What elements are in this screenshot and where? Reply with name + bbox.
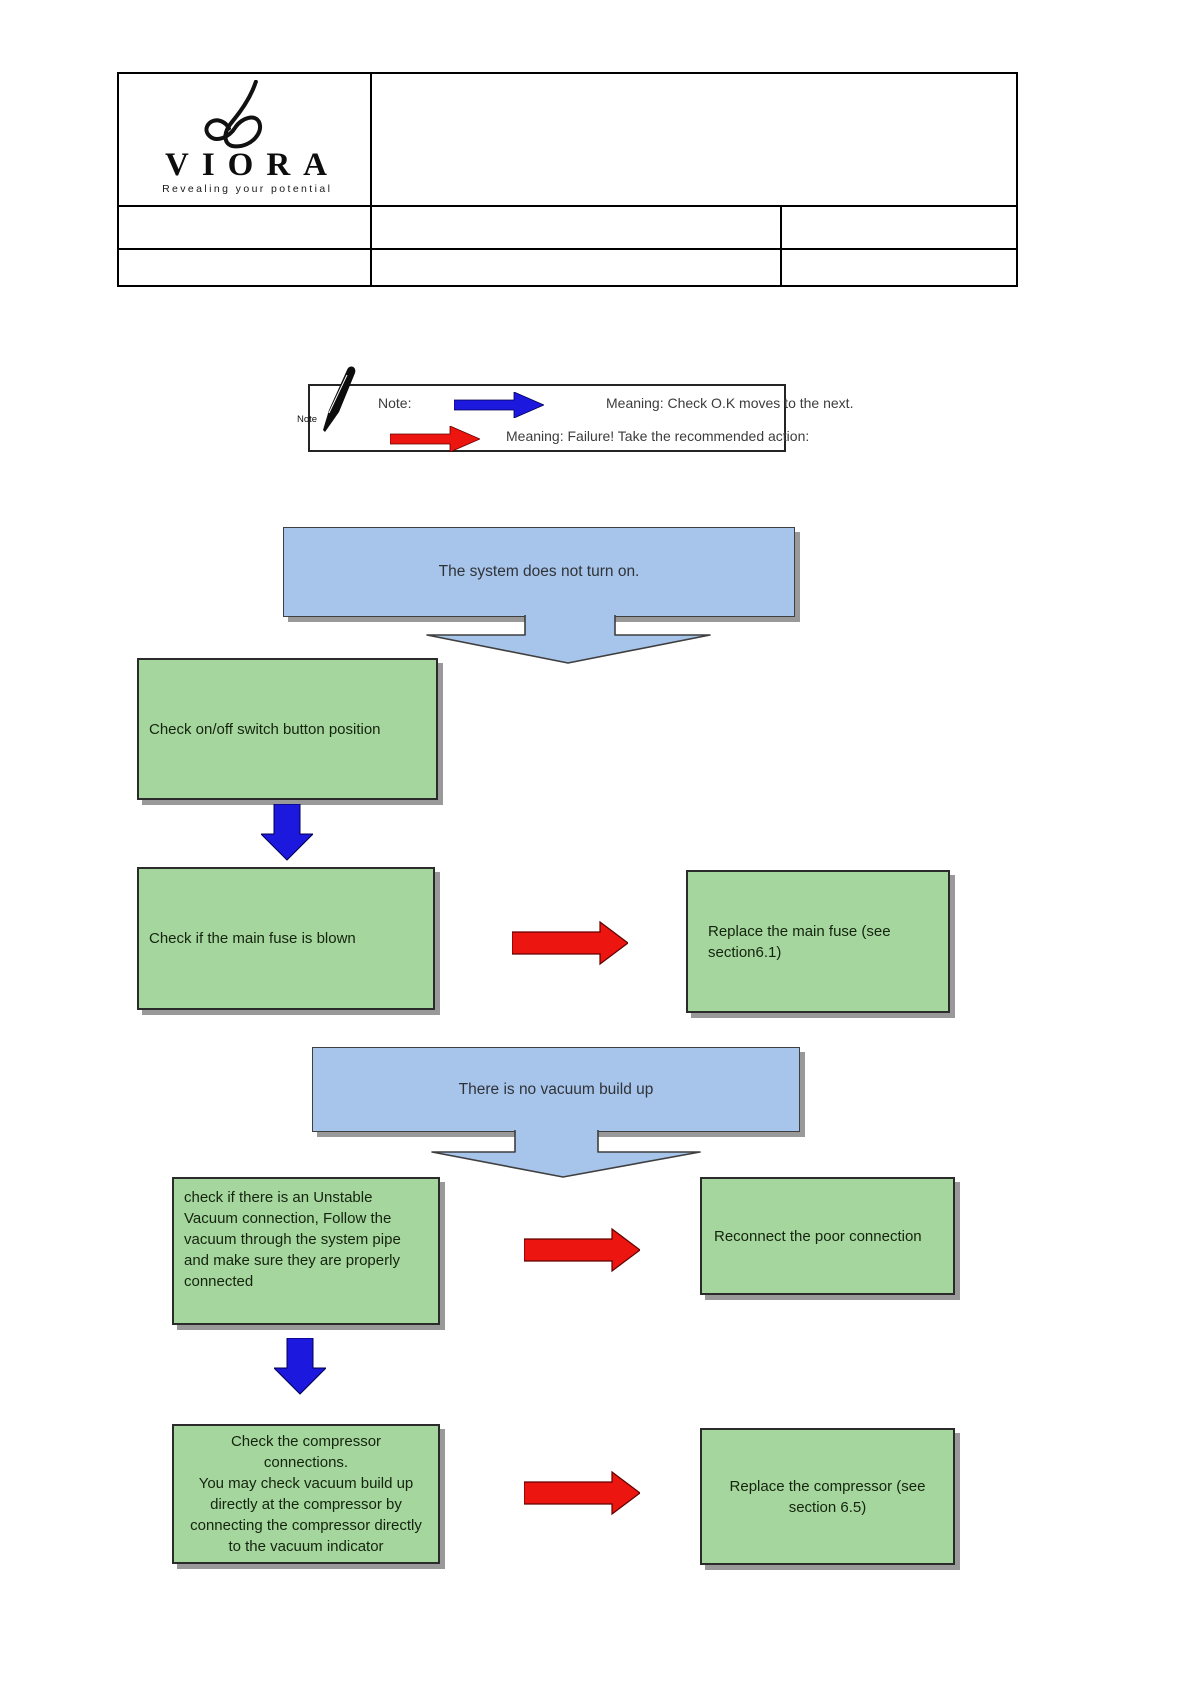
action-box-label: Replace the compressor (see section 6.5) [729,1477,926,1516]
fail-right-arrow-icon-2 [524,1227,640,1273]
wide-down-arrow-icon-1 [426,615,711,664]
step-box-compressor: Check the compressor connections. You ma… [172,1424,440,1564]
action-box-replace-fuse: Replace the main fuse (see section6.1) [686,870,950,1013]
note-label: Note: [378,395,412,411]
action-box-label: Replace the main fuse (see section6.1) [708,922,891,961]
table-vertical-divider-1 [370,74,372,285]
step-box-body: You may check vacuum build up directly a… [190,1475,422,1555]
legend-box: Note Note: Meaning: Check O.K moves to t… [297,366,853,452]
step-box-label: Check on/off switch button position [149,720,381,738]
problem-box-system-off: The system does not turn on. [283,527,795,617]
action-box-label: Reconnect the poor connection [714,1227,922,1245]
step-box-main-fuse: Check if the main fuse is blown [137,867,435,1010]
problem-box-label: There is no vacuum build up [458,1080,654,1098]
fail-right-arrow-icon-1 [512,920,628,966]
step-box-switch-position: Check on/off switch button position [137,658,438,800]
wide-down-arrow-icon-2 [431,1130,701,1178]
header-table: VIORA Revealing your potential [117,72,1018,287]
pen-icon [323,366,356,432]
table-row-divider-1 [119,205,1016,207]
step-box-label: Check if the main fuse is blown [149,930,356,947]
logo-wordmark: VIORA [164,147,340,183]
viora-logo: VIORA Revealing your potential [133,80,359,202]
fail-right-arrow-icon-3 [524,1470,640,1516]
fail-arrow-icon [390,426,480,452]
problem-box-no-vacuum: There is no vacuum build up [312,1047,800,1132]
step-box-title: Check the compressor connections. [230,1433,382,1471]
logo-tagline: Revealing your potential [162,183,333,195]
ok-down-arrow-icon-1 [261,804,313,861]
step-box-vacuum-connection: check if there is an Unstable Vacuum con… [172,1177,440,1325]
step-box-label: check if there is an Unstable Vacuum con… [184,1189,401,1290]
table-row-divider-2 [119,248,1016,250]
table-vertical-divider-2 [780,205,782,285]
fail-meaning-label: Meaning: Failure! Take the recommended a… [506,428,810,444]
action-box-reconnect: Reconnect the poor connection [700,1177,955,1295]
problem-box-label: The system does not turn on. [438,563,640,580]
ok-arrow-icon [454,392,544,418]
viora-swoosh-icon [204,80,263,149]
action-box-replace-compressor: Replace the compressor (see section 6.5) [700,1428,955,1565]
ok-meaning-label: Meaning: Check O.K moves to the next. [606,395,854,411]
pen-caption: Note [297,414,318,425]
ok-down-arrow-icon-2 [274,1338,326,1395]
